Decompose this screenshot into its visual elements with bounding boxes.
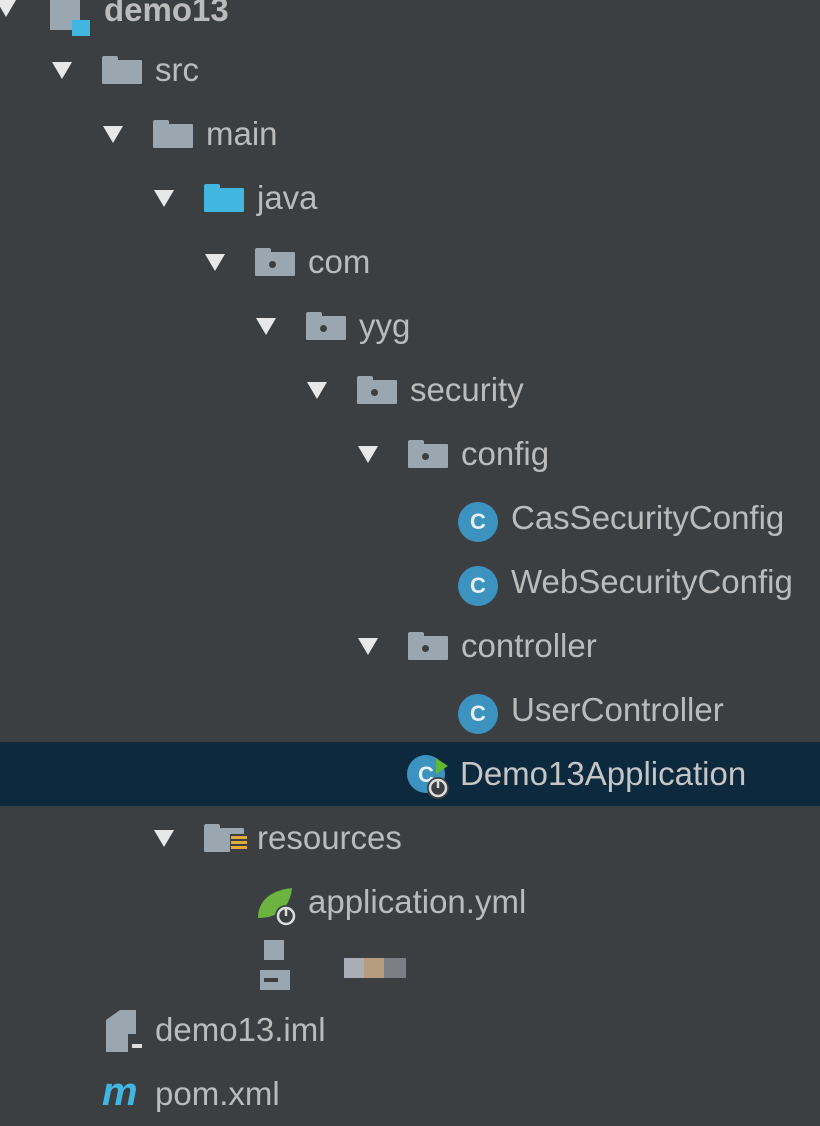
class-icon: C bbox=[458, 694, 498, 734]
tree-label: java bbox=[257, 179, 318, 216]
spring-boot-application-icon: C bbox=[406, 754, 452, 800]
tree-row-src[interactable]: src bbox=[0, 38, 820, 102]
iml-file-icon bbox=[106, 1010, 146, 1052]
tree-row-demo13-application[interactable]: C Demo13Application bbox=[0, 742, 820, 806]
expand-arrow-icon[interactable] bbox=[205, 254, 225, 271]
tree-row-resources[interactable]: resources bbox=[0, 806, 820, 870]
tree-label: application.yml bbox=[308, 883, 527, 920]
tree-label: security bbox=[410, 371, 524, 408]
package-icon bbox=[306, 312, 346, 340]
tree-label: CasSecurityConfig bbox=[511, 499, 785, 536]
maven-icon: m bbox=[102, 1070, 138, 1114]
tree-row-pom-xml[interactable]: m pom.xml bbox=[0, 1062, 820, 1126]
expand-arrow-icon[interactable] bbox=[358, 638, 378, 655]
package-icon bbox=[408, 632, 448, 660]
module-icon bbox=[50, 0, 90, 36]
tree-row-security[interactable]: security bbox=[0, 358, 820, 422]
tree-label: main bbox=[206, 115, 278, 152]
expand-arrow-icon[interactable] bbox=[0, 0, 16, 17]
file-icon bbox=[260, 938, 290, 992]
tree-label: demo13 bbox=[104, 0, 229, 28]
tree-label: yyg bbox=[359, 307, 411, 344]
expand-arrow-icon[interactable] bbox=[52, 62, 72, 79]
tree-row-web-security-config[interactable]: C WebSecurityConfig bbox=[0, 550, 820, 614]
package-icon bbox=[408, 440, 448, 468]
expand-arrow-icon[interactable] bbox=[307, 382, 327, 399]
tree-row-application-yml[interactable]: application.yml bbox=[0, 870, 820, 934]
tree-row-controller[interactable]: controller bbox=[0, 614, 820, 678]
tree-label: src bbox=[155, 51, 199, 88]
tree-row-com[interactable]: com bbox=[0, 230, 820, 294]
tree-row-cas-security-config[interactable]: C CasSecurityConfig bbox=[0, 486, 820, 550]
tree-label: resources bbox=[257, 819, 402, 856]
spring-config-icon bbox=[254, 882, 300, 928]
tree-row-user-controller[interactable]: C UserController bbox=[0, 678, 820, 742]
tree-row-config[interactable]: config bbox=[0, 422, 820, 486]
class-icon: C bbox=[458, 566, 498, 606]
tree-label: controller bbox=[461, 627, 597, 664]
folder-icon bbox=[153, 120, 193, 148]
expand-arrow-icon[interactable] bbox=[154, 190, 174, 207]
tree-label: UserController bbox=[511, 691, 724, 728]
expand-arrow-icon[interactable] bbox=[154, 830, 174, 847]
redacted-label-icon bbox=[344, 958, 406, 978]
tree-row-demo13[interactable]: demo13 bbox=[0, 0, 820, 40]
tree-label: pom.xml bbox=[155, 1075, 280, 1112]
tree-label: com bbox=[308, 243, 371, 280]
expand-arrow-icon[interactable] bbox=[256, 318, 276, 335]
tree-row-demo13-iml[interactable]: demo13.iml bbox=[0, 998, 820, 1062]
tree-label: demo13.iml bbox=[155, 1011, 326, 1048]
tree-row-redacted[interactable] bbox=[0, 934, 820, 998]
resources-folder-icon bbox=[204, 822, 248, 858]
expand-arrow-icon[interactable] bbox=[103, 126, 123, 143]
tree-label: Demo13Application bbox=[460, 755, 747, 792]
class-icon: C bbox=[458, 502, 498, 542]
package-icon bbox=[255, 248, 295, 276]
tree-row-java[interactable]: java bbox=[0, 166, 820, 230]
source-folder-icon bbox=[204, 184, 244, 212]
tree-row-yyg[interactable]: yyg bbox=[0, 294, 820, 358]
package-icon bbox=[357, 376, 397, 404]
folder-icon bbox=[102, 56, 142, 84]
tree-label: config bbox=[461, 435, 550, 472]
tree-row-main[interactable]: main bbox=[0, 102, 820, 166]
expand-arrow-icon[interactable] bbox=[358, 446, 378, 463]
tree-label: WebSecurityConfig bbox=[511, 563, 793, 600]
